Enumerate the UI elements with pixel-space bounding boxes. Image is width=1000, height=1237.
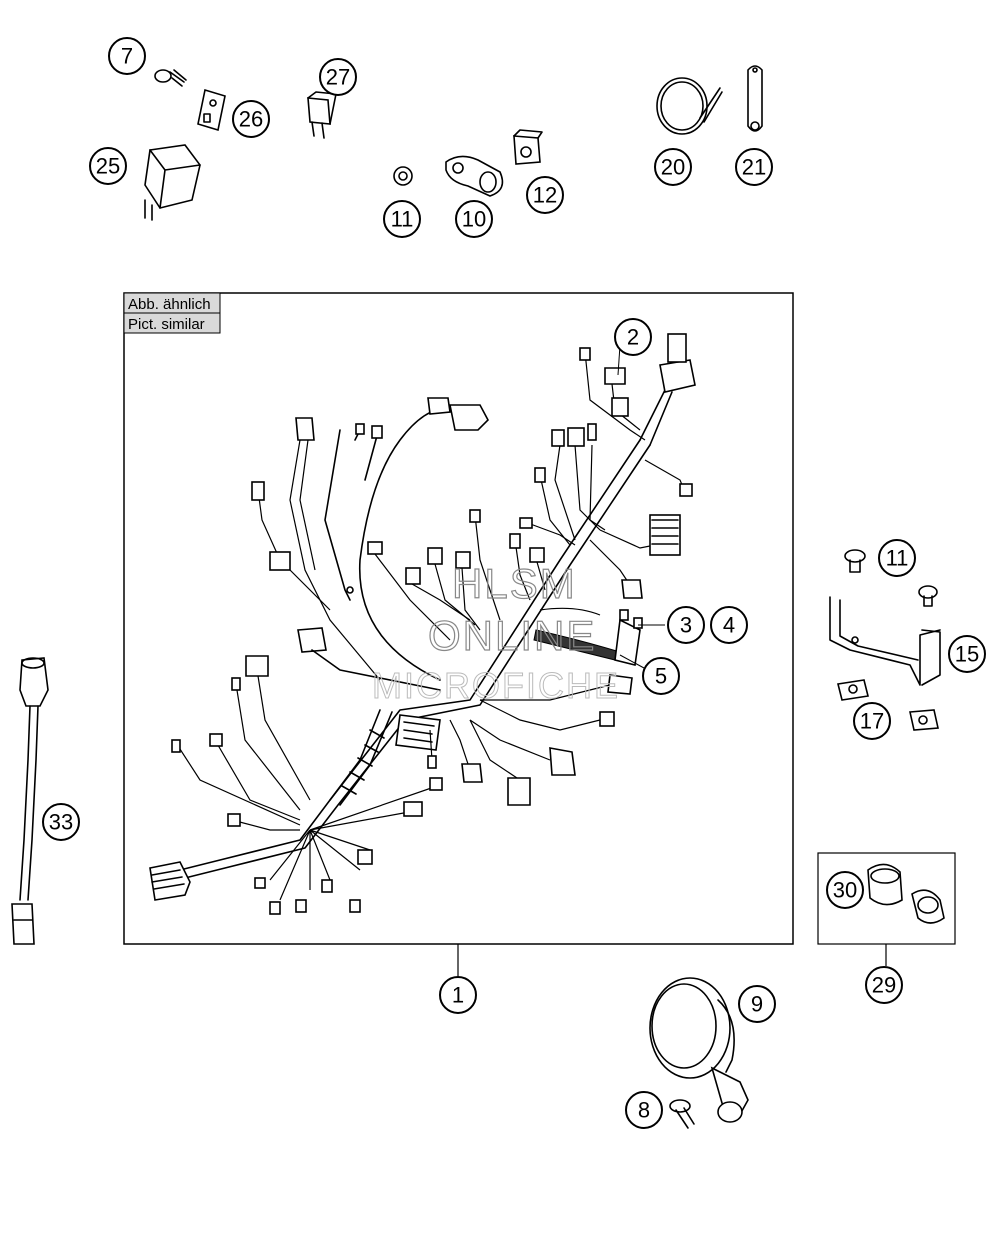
svg-text:ONLINE: ONLINE <box>428 612 596 659</box>
part-12-clip-nut <box>513 129 543 165</box>
callout-26: 26 <box>232 100 270 138</box>
part-25-relay <box>144 144 201 221</box>
part-8-bolt <box>669 1099 695 1129</box>
svg-text:27: 27 <box>326 65 350 90</box>
part-20-cable-tie <box>656 77 723 135</box>
callout-8: 8 <box>625 1091 663 1129</box>
part-26-bracket <box>197 88 226 132</box>
part-33-sensor-cable <box>11 657 49 945</box>
callout-11-right: 11 <box>878 539 916 577</box>
part-11-nut <box>393 166 413 186</box>
svg-text:4: 4 <box>723 613 735 638</box>
callout-20: 20 <box>654 148 692 186</box>
part-30-grommets <box>867 863 945 924</box>
part-9-horn <box>649 977 749 1123</box>
callout-30: 30 <box>826 871 864 909</box>
svg-text:30: 30 <box>833 878 857 903</box>
callout-5: 5 <box>642 657 680 695</box>
svg-text:10: 10 <box>462 207 486 232</box>
callout-4: 4 <box>710 606 748 644</box>
svg-text:15: 15 <box>955 642 979 667</box>
callout-27: 27 <box>319 58 357 96</box>
part-15-bracket <box>829 596 941 686</box>
svg-text:5: 5 <box>655 664 667 689</box>
svg-text:9: 9 <box>751 992 763 1017</box>
callout-3: 3 <box>667 606 705 644</box>
svg-text:2: 2 <box>627 325 639 350</box>
svg-text:21: 21 <box>742 155 766 180</box>
svg-text:17: 17 <box>860 709 884 734</box>
label-german: Abb. ähnlich <box>128 296 211 313</box>
svg-text:20: 20 <box>661 155 685 180</box>
part-10-clamp <box>445 155 504 197</box>
part-21-tag <box>747 65 763 132</box>
watermark: HLSM ONLINE MICROFICHE <box>372 559 620 706</box>
part-11-screw-right <box>844 549 866 573</box>
svg-text:HLSM: HLSM <box>452 560 577 607</box>
part-7-screw <box>154 69 187 87</box>
callout-7: 7 <box>108 37 146 75</box>
svg-text:1: 1 <box>452 983 464 1008</box>
callout-12: 12 <box>526 176 564 214</box>
svg-text:11: 11 <box>886 546 909 571</box>
svg-text:33: 33 <box>49 810 73 835</box>
callout-17: 17 <box>853 702 891 740</box>
callout-15: 15 <box>948 635 986 673</box>
callout-21: 21 <box>735 148 773 186</box>
part-27-connector <box>307 91 337 139</box>
callout-9: 9 <box>738 985 776 1023</box>
svg-text:11: 11 <box>391 207 414 232</box>
svg-text:7: 7 <box>121 44 133 69</box>
part-17-clip-nut <box>837 679 939 731</box>
callout-2: 2 <box>614 318 652 356</box>
callout-10: 10 <box>455 200 493 238</box>
callout-29: 29 <box>865 966 903 1004</box>
callout-25: 25 <box>89 147 127 185</box>
svg-text:3: 3 <box>680 613 692 638</box>
callout-11-top: 11 <box>383 200 421 238</box>
svg-text:29: 29 <box>872 973 896 998</box>
svg-text:12: 12 <box>533 183 557 208</box>
callout-33: 33 <box>42 803 80 841</box>
svg-text:26: 26 <box>239 107 263 132</box>
svg-text:25: 25 <box>96 154 120 179</box>
wiring-harness <box>149 333 696 915</box>
svg-text:MICROFICHE: MICROFICHE <box>372 665 620 706</box>
svg-text:8: 8 <box>638 1098 650 1123</box>
callout-1: 1 <box>439 976 477 1014</box>
label-english: Pict. similar <box>128 316 205 333</box>
part-15-screw <box>918 585 938 607</box>
